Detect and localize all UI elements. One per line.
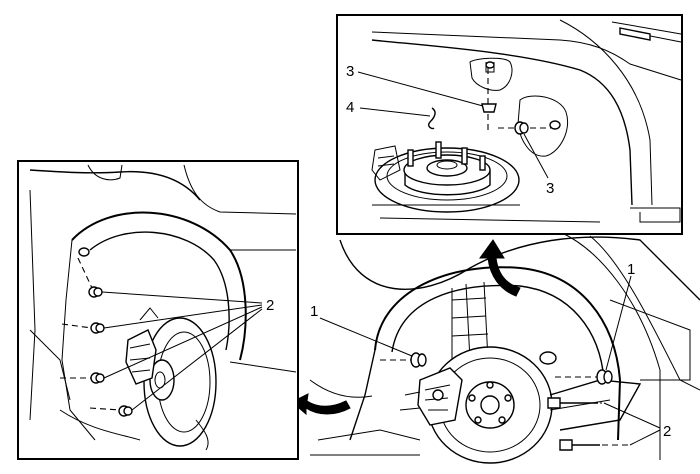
callout-2-main: 2 bbox=[663, 423, 671, 440]
brake-rotor bbox=[427, 346, 553, 464]
callout-1-rear: 1 bbox=[627, 261, 635, 278]
detail-fastener-upper bbox=[481, 68, 497, 132]
wheelhouse-liner bbox=[374, 266, 622, 441]
callout-2-left: 2 bbox=[266, 297, 274, 314]
top-detail-view bbox=[357, 19, 682, 223]
left-detail-caliper bbox=[125, 307, 159, 385]
arrow-to-left-detail bbox=[291, 393, 351, 416]
callout-4: 4 bbox=[346, 99, 354, 116]
arrow-to-top-detail bbox=[479, 239, 521, 297]
left-detail-rotor bbox=[143, 317, 217, 451]
detail-seal bbox=[427, 107, 436, 130]
lower-fastener-2 bbox=[559, 439, 630, 451]
left-fastener-3 bbox=[60, 372, 105, 384]
top-detail-frame bbox=[336, 14, 683, 235]
left-fastener-4 bbox=[89, 405, 133, 417]
main-view bbox=[291, 231, 700, 464]
detail-fastener-lower bbox=[498, 121, 552, 135]
front-fastener bbox=[380, 352, 427, 368]
callout-3-lower: 3 bbox=[546, 180, 554, 197]
callout-1-front: 1 bbox=[310, 303, 318, 320]
callout-3-upper: 3 bbox=[346, 63, 354, 80]
rear-fastener bbox=[555, 369, 613, 385]
lower-fastener-1 bbox=[547, 397, 602, 409]
left-detail-view bbox=[29, 164, 297, 451]
brake-caliper bbox=[399, 367, 463, 426]
detail-rotor bbox=[374, 141, 520, 213]
